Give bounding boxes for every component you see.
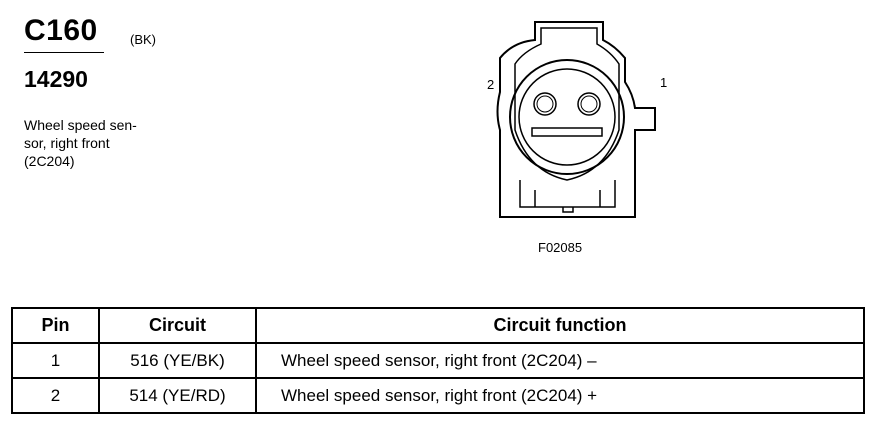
- connector-face-outer: [509, 59, 625, 175]
- pin-cavity: [533, 92, 557, 116]
- header-circuit-function: Circuit function: [255, 307, 865, 344]
- connector-face-inner: [518, 68, 616, 166]
- pin-cavity: [536, 95, 554, 113]
- circuit-function-cell: Wheel speed sensor, right front (2C204) …: [255, 342, 865, 379]
- description-line: sor, right front: [24, 135, 110, 151]
- title-divider: [24, 52, 104, 53]
- connector-id: C160: [24, 14, 98, 47]
- color-code: (BK): [130, 32, 156, 47]
- connector-description: Wheel speed sen- sor, right front (2C204…: [24, 116, 174, 170]
- key-slot: [531, 127, 603, 137]
- description-line: (2C204): [24, 153, 75, 169]
- pin-cavity: [577, 92, 601, 116]
- pin-label-1: 1: [660, 75, 667, 90]
- pin-circuit-table: Pin Circuit Circuit function 1 516 (YE/B…: [11, 307, 865, 414]
- table-row: 1 516 (YE/BK) Wheel speed sensor, right …: [11, 342, 865, 379]
- header-pin: Pin: [11, 307, 100, 344]
- connector-housing: [496, 21, 656, 218]
- connector-latch: [519, 180, 616, 213]
- pin-label-2: 2: [487, 77, 494, 92]
- circuit-cell: 516 (YE/BK): [98, 342, 257, 379]
- part-number: 14290: [24, 66, 88, 92]
- pin-cell: 2: [11, 377, 100, 414]
- description-line: Wheel speed sen-: [24, 117, 137, 133]
- pin-cell: 1: [11, 342, 100, 379]
- header-circuit: Circuit: [98, 307, 257, 344]
- table-row: 2 514 (YE/RD) Wheel speed sensor, right …: [11, 377, 865, 414]
- circuit-cell: 514 (YE/RD): [98, 377, 257, 414]
- figure-id: F02085: [538, 240, 583, 255]
- circuit-function-cell: Wheel speed sensor, right front (2C204) …: [255, 377, 865, 414]
- pin-cavity: [580, 95, 598, 113]
- connector-face-diagram: 2 1: [487, 21, 667, 218]
- connector-housing-inner: [514, 27, 620, 181]
- table-header-row: Pin Circuit Circuit function: [11, 307, 865, 344]
